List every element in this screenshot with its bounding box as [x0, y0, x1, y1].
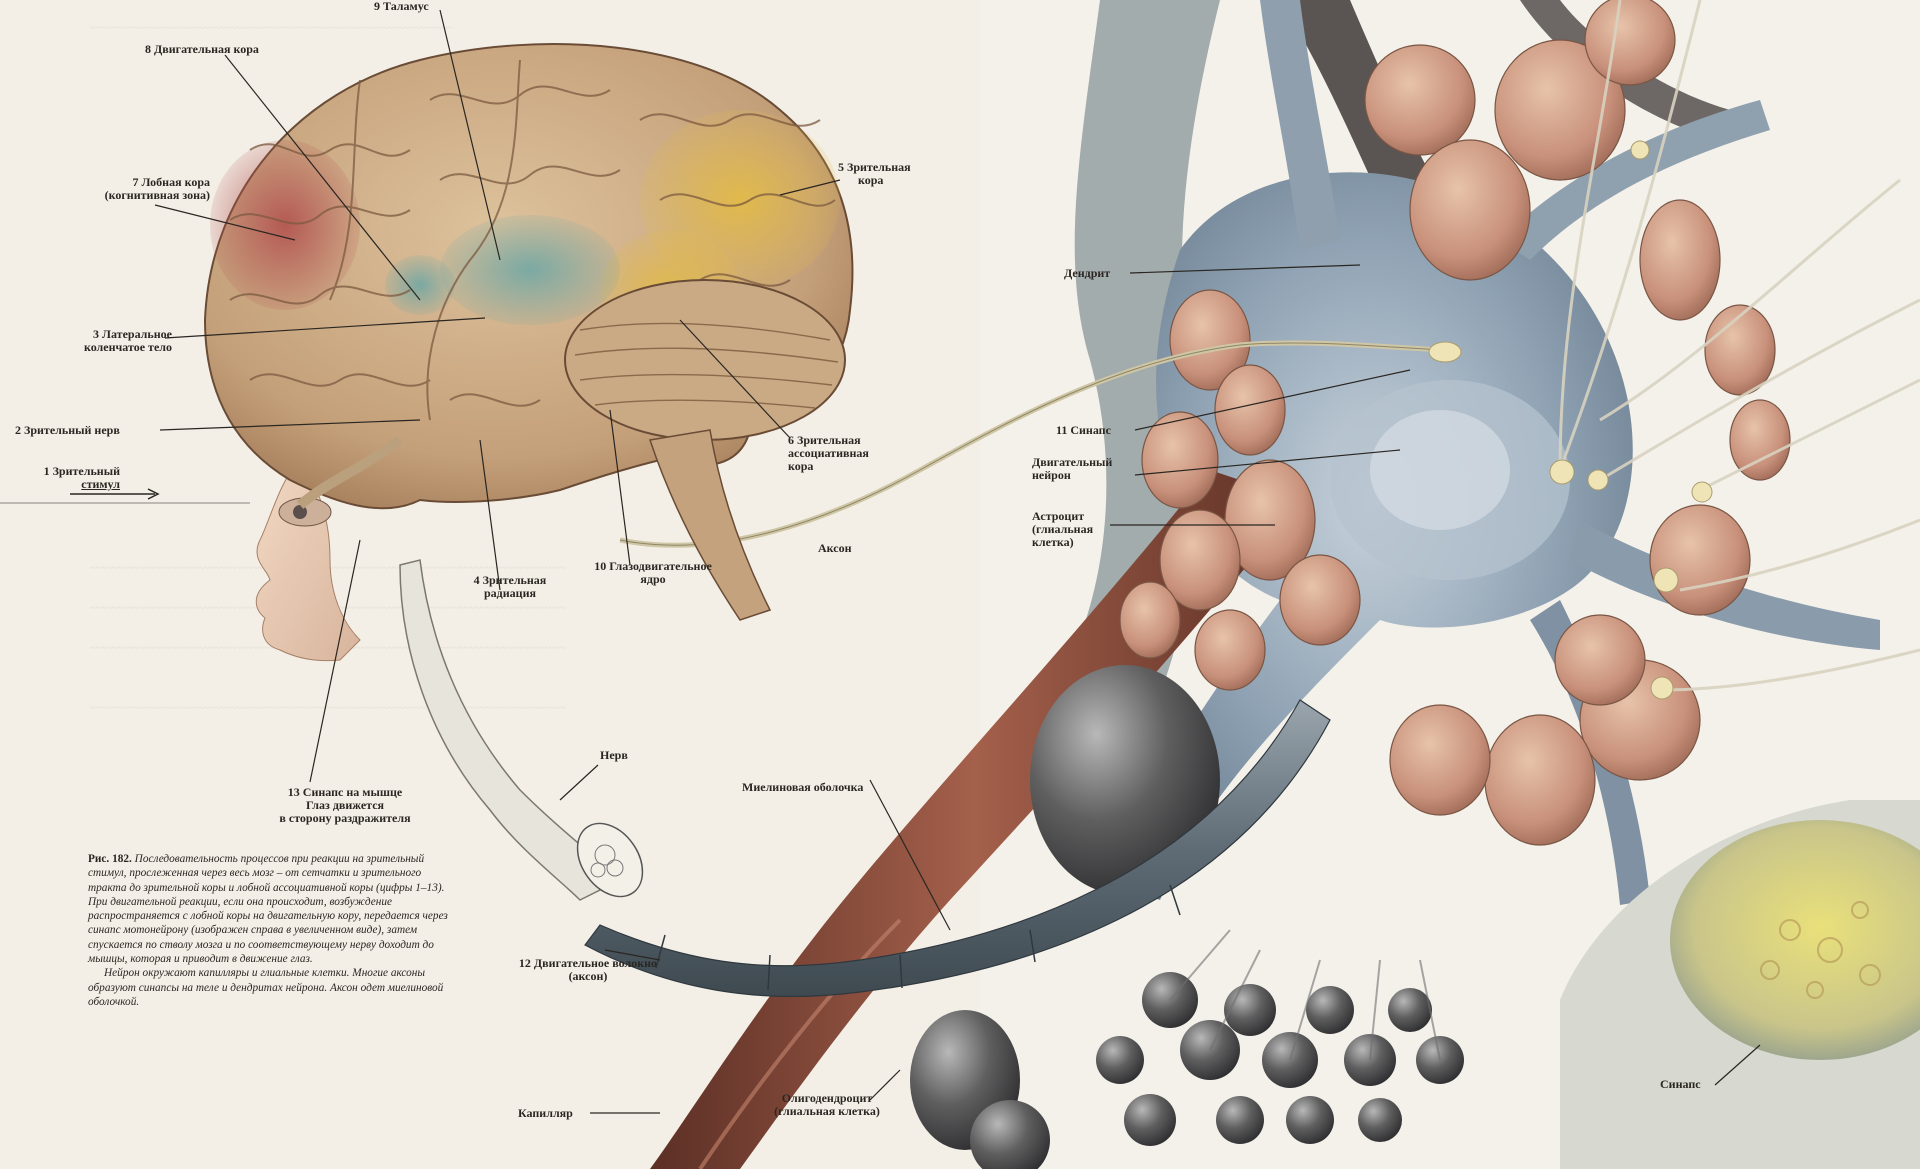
label-oligo-line2: (глиальная клетка) [752, 1105, 902, 1118]
label-synapse: Синапс [1660, 1078, 1701, 1091]
label-visual-stimulus: 1 Зрительный стимул [10, 465, 120, 491]
label-astrocyte-line3: клетка) [1032, 536, 1093, 549]
label-stimulus-line2: стимул [10, 478, 120, 491]
label-motor-fiber-line2: (аксон) [488, 970, 688, 983]
caption-paragraph-2: Нейрон окружают капилляры и глиальные кл… [88, 966, 448, 1009]
label-nerve: Нерв [600, 749, 628, 762]
label-frontal-cortex: 7 Лобная кора (когнитивная зона) [40, 176, 210, 202]
label-lateral-geniculate: 3 Латеральное коленчатое тело [20, 328, 172, 354]
label-oculomotor-nucleus: 10 Глазодвигательное ядро [568, 560, 738, 586]
label-visual-cortex-line2: кора [838, 174, 911, 187]
label-astrocyte: Астроцит (глиальная клетка) [1032, 510, 1093, 549]
label-motor-cortex: 8 Двигательная кора [145, 43, 259, 56]
label-vac-line3: кора [788, 460, 869, 473]
caption-text-1: Последовательность процессов при реакции… [88, 853, 448, 965]
label-visual-cortex: 5 Зрительная кора [838, 161, 911, 187]
head-and-brain [0, 44, 852, 909]
label-optic-radiation: 4 Зрительная радиация [455, 574, 565, 600]
label-myelin-sheath: Миелиновая оболочка [742, 781, 863, 794]
figure-caption: Рис. 182. Последовательность процессов п… [88, 852, 448, 1009]
caption-paragraph-1: Рис. 182. Последовательность процессов п… [88, 852, 448, 966]
label-lgn-line2: коленчатое тело [20, 341, 172, 354]
label-oligodendrocyte: Олигодендроцит (глиальная клетка) [752, 1092, 902, 1118]
label-optic-nerve: 2 Зрительный нерв [15, 424, 120, 437]
label-motor-fiber: 12 Двигательное волокно (аксон) [488, 957, 688, 983]
label-muscle-synapse: 13 Синапс на мышце Глаз движется в сторо… [240, 786, 450, 825]
label-visual-association-cortex: 6 Зрительная ассоциативная кора [788, 434, 869, 473]
label-capillary: Капилляр [518, 1107, 573, 1120]
label-motor-neuron-line2: нейрон [1032, 469, 1112, 482]
label-synapse-11: 11 Синапс [1056, 424, 1111, 437]
label-thalamus: 9 Таламус [374, 0, 429, 13]
label-muscle-synapse-line3: в сторону раздражителя [240, 812, 450, 825]
caption-figure-number: Рис. 182. [88, 853, 132, 865]
label-motor-neuron: Двигательный нейрон [1032, 456, 1112, 482]
label-radiation-line2: радиация [455, 587, 565, 600]
label-axon: Аксон [818, 542, 852, 555]
label-frontal-cortex-line2: (когнитивная зона) [40, 189, 210, 202]
label-dendrite: Дендрит [1064, 267, 1110, 280]
label-oculomotor-line2: ядро [568, 573, 738, 586]
